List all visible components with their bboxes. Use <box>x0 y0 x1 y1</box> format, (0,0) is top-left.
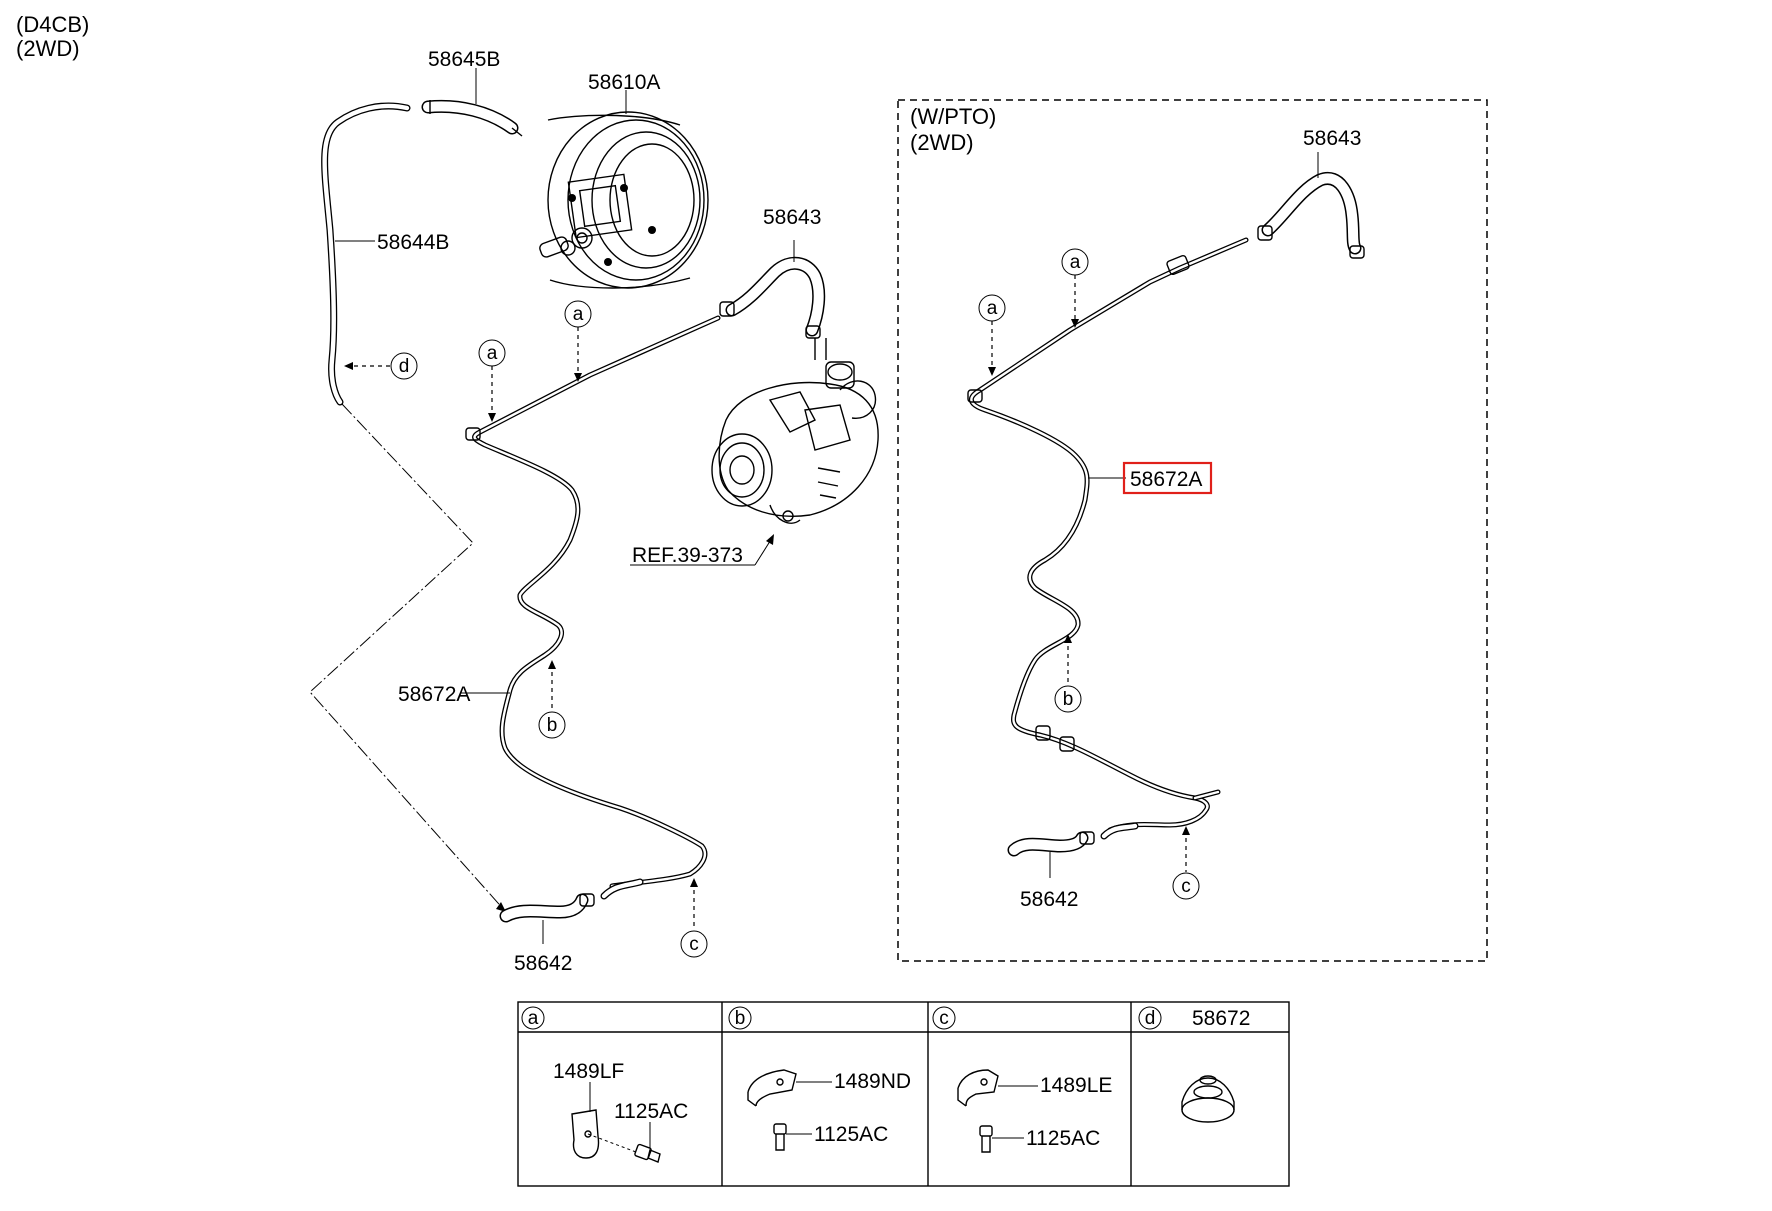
clip-1489le-icon <box>957 1069 999 1107</box>
callout-b-right: b <box>1054 634 1082 713</box>
hose-58642-right[interactable] <box>1007 822 1139 857</box>
bolt-1125ac-b-icon <box>773 1123 787 1151</box>
svg-text:a: a <box>573 304 584 325</box>
engine-code: (D4CB) <box>16 12 89 37</box>
table-key-c: c <box>939 1008 949 1029</box>
tube-58672a-right[interactable] <box>967 237 1249 833</box>
hose-58645b[interactable] <box>421 99 523 137</box>
clip-1489nd-icon <box>747 1069 797 1107</box>
hose-58644b[interactable] <box>321 102 411 406</box>
svg-text:a: a <box>487 343 498 364</box>
parts-table <box>517 1001 1290 1187</box>
part-1489nd: 1489ND <box>834 1070 911 1093</box>
part-1489le: 1489LE <box>1040 1074 1112 1097</box>
label-58643-right: 58643 <box>1303 127 1361 150</box>
hose-58643-right[interactable] <box>1257 171 1365 259</box>
drive-type: (2WD) <box>16 36 80 61</box>
callout-c-right: c <box>1172 826 1200 900</box>
label-58642-left: 58642 <box>514 952 572 975</box>
svg-text:a: a <box>1070 252 1081 273</box>
table-column-b[interactable]: b 1489ND 1125AC <box>728 1006 911 1151</box>
label-ref-39-373[interactable]: REF.39-373 <box>632 544 743 567</box>
part-1125ac-b: 1125AC <box>814 1123 888 1146</box>
brake-booster-58610a[interactable] <box>538 111 709 289</box>
callout-b-left: b <box>538 660 566 739</box>
table-key-a: a <box>528 1008 539 1029</box>
label-58644b: 58644B <box>377 231 449 254</box>
callout-a-right-2: a <box>1061 248 1089 328</box>
callout-a-left-2: a <box>564 300 592 382</box>
callout-a-left-1: a <box>478 339 506 422</box>
highlight-58672a[interactable] <box>1122 461 1213 495</box>
label-58645b: 58645B <box>428 48 500 71</box>
svg-text:c: c <box>689 934 699 955</box>
bolt-1125ac-a-icon <box>634 1143 661 1163</box>
label-58672a-left: 58672A <box>398 683 470 706</box>
part-1125ac-c: 1125AC <box>1026 1127 1100 1150</box>
part-1489lf: 1489LF <box>553 1060 624 1083</box>
table-column-a[interactable]: a 1489LF 1125AC <box>521 1006 688 1163</box>
grommet-58672-icon <box>1181 1075 1235 1123</box>
vacuum-pump-alternator[interactable] <box>711 338 879 524</box>
svg-text:d: d <box>399 356 410 377</box>
svg-text:b: b <box>547 715 558 736</box>
callout-d-left: d <box>344 352 418 380</box>
part-1125ac-a: 1125AC <box>614 1100 688 1123</box>
clip-1489lf-icon <box>571 1109 637 1159</box>
label-58610a: 58610A <box>588 71 660 94</box>
table-key-d: d <box>1145 1008 1156 1029</box>
callout-a-right-1: a <box>978 294 1006 376</box>
callout-c-left: c <box>680 878 708 958</box>
label-58643-left: 58643 <box>763 206 821 229</box>
svg-text:c: c <box>1181 876 1191 897</box>
reference-line-left <box>309 403 507 913</box>
bolt-1125ac-c-icon <box>979 1125 993 1153</box>
label-58672a-right[interactable]: 58672A <box>1130 468 1202 491</box>
inset-drive: (2WD) <box>910 130 974 155</box>
hose-58642-left[interactable] <box>499 878 644 923</box>
table-key-b: b <box>735 1008 746 1029</box>
part-58672: 58672 <box>1192 1007 1250 1030</box>
inset-option: (W/PTO) <box>910 104 996 129</box>
wpto-inset-frame <box>897 99 1488 962</box>
svg-text:a: a <box>987 298 998 319</box>
label-58642-right: 58642 <box>1020 888 1078 911</box>
svg-text:b: b <box>1063 689 1074 710</box>
table-column-c[interactable]: c 1489LE 1125AC <box>932 1006 1112 1153</box>
hose-58643-left[interactable] <box>719 256 826 339</box>
tube-58672a-left[interactable] <box>465 315 721 889</box>
table-column-d[interactable]: d 58672 <box>1138 1006 1250 1123</box>
